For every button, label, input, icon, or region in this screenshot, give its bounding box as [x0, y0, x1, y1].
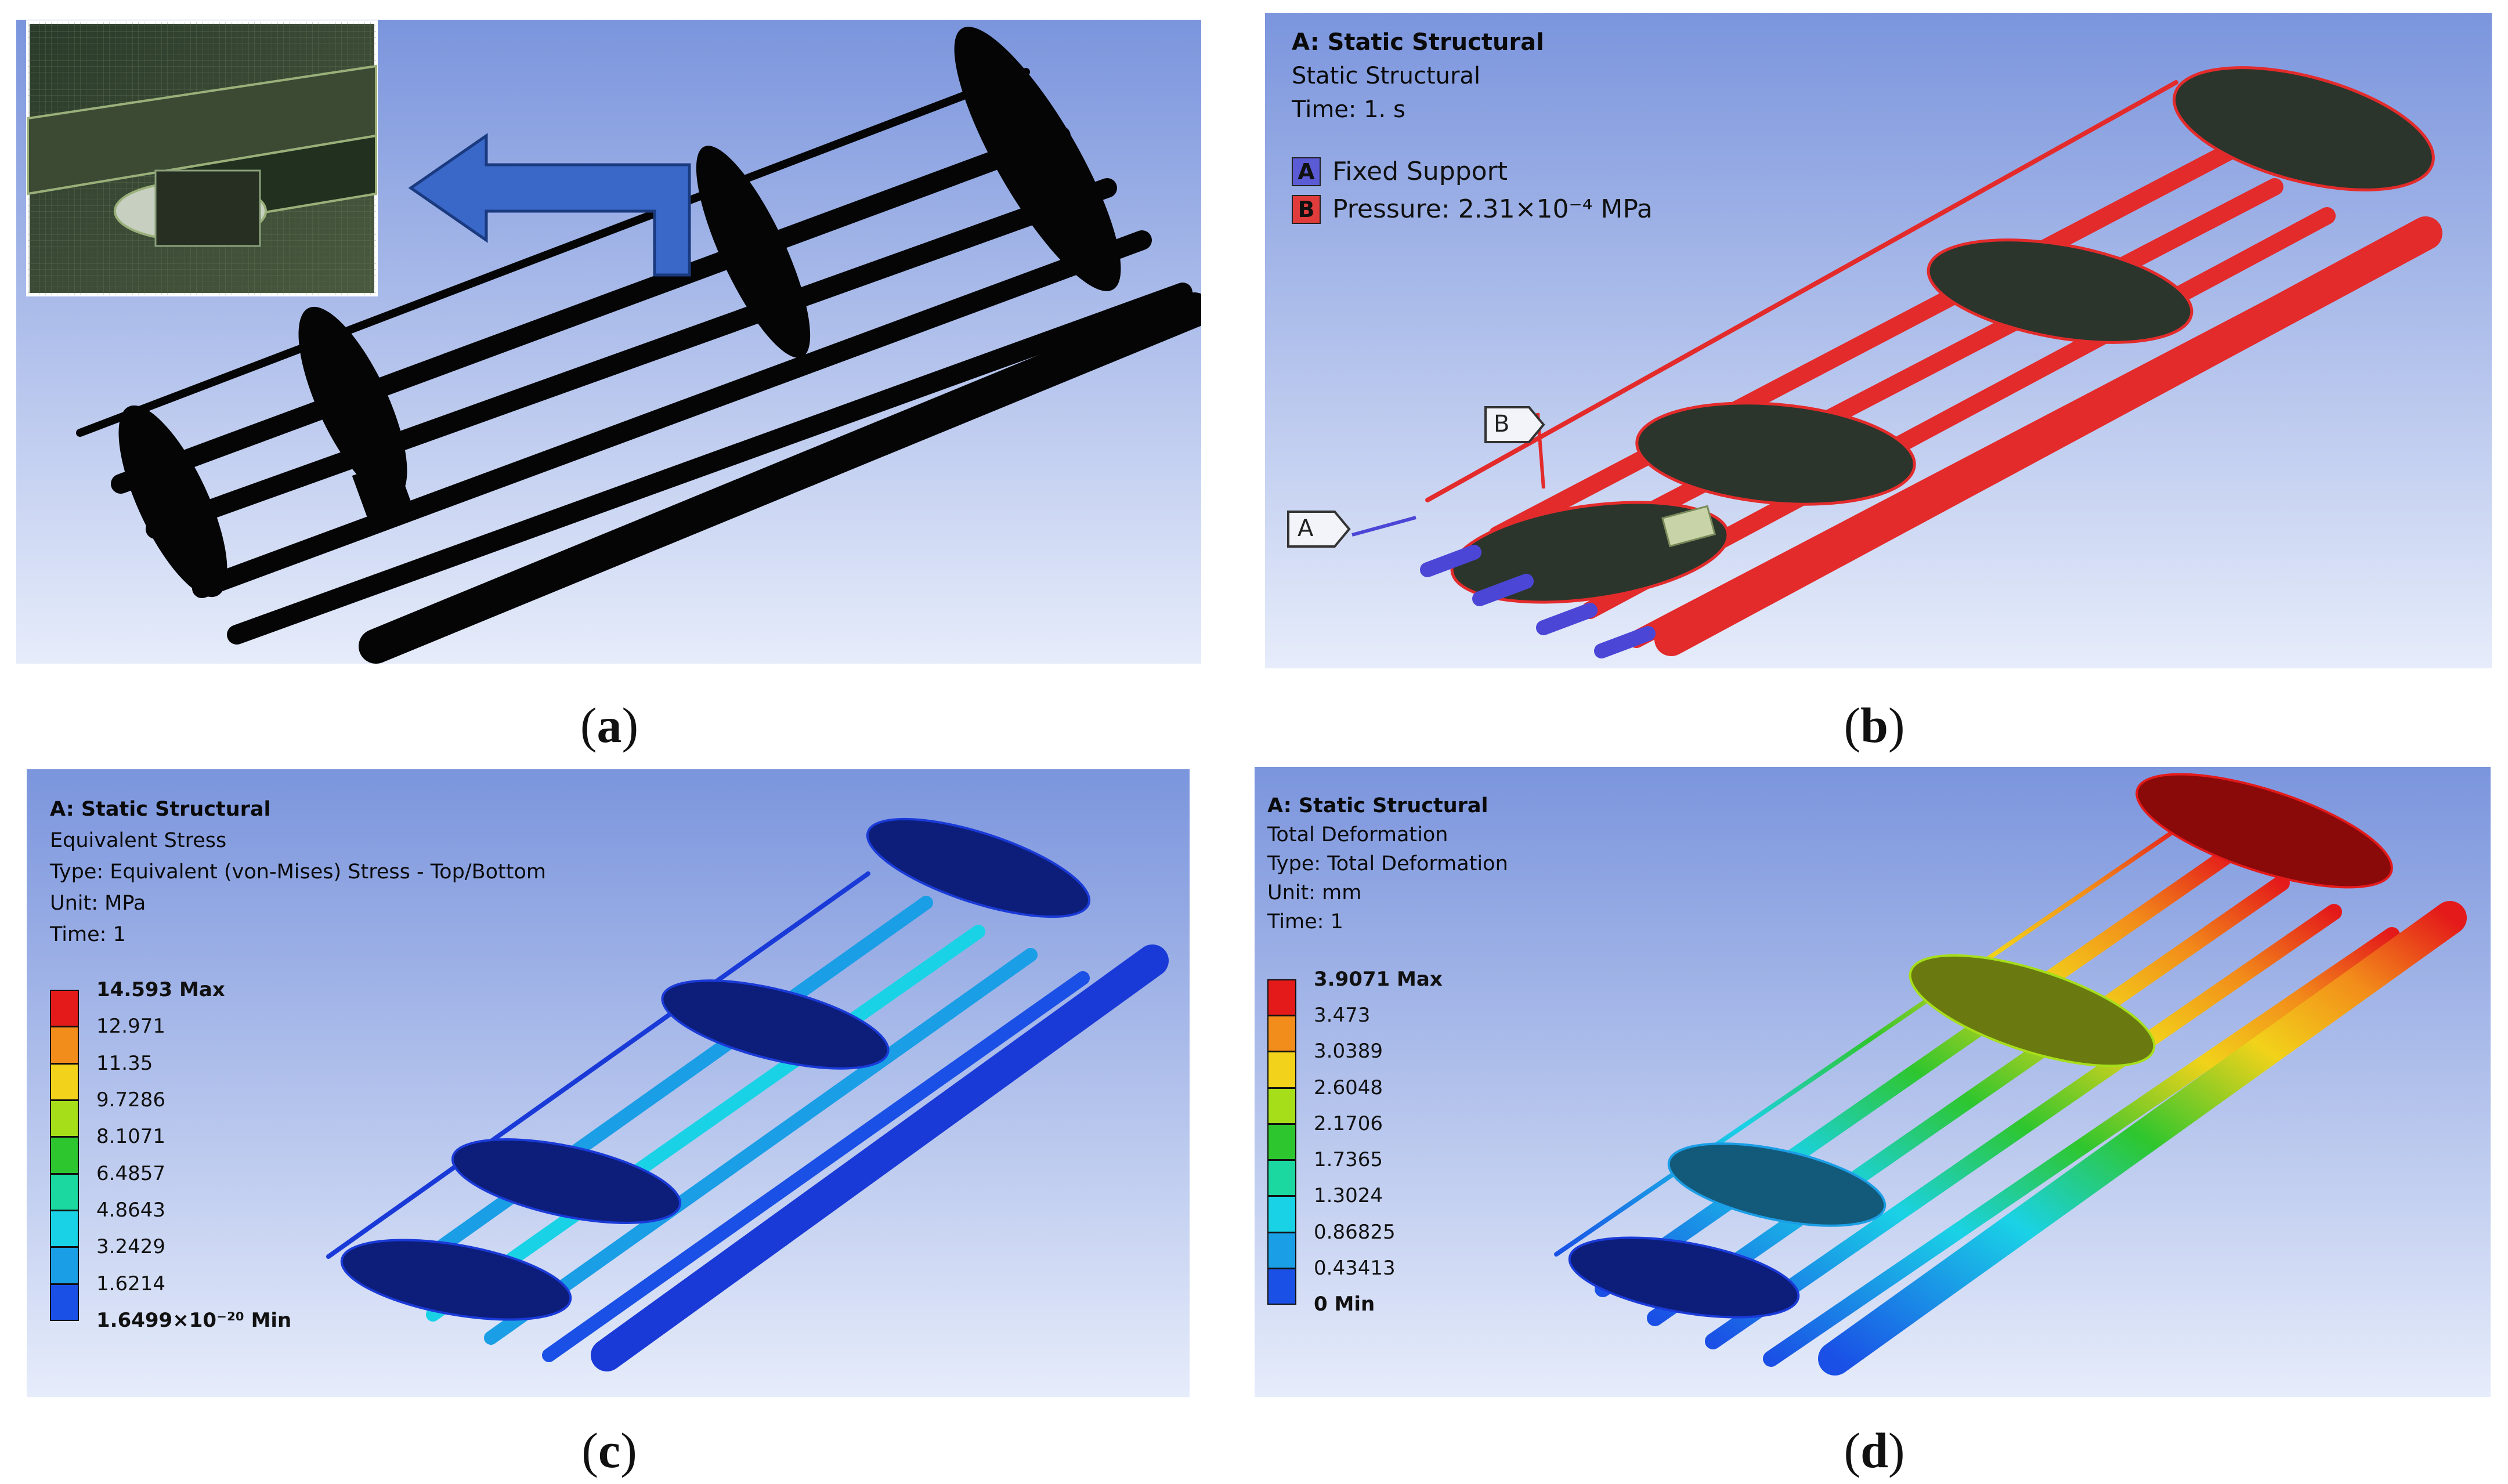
- scale-tick-label: 2.6048: [1314, 1076, 1383, 1099]
- panel-b-header: A: Static Structural Static Structural T…: [1292, 26, 1544, 126]
- mesh-render: [16, 20, 1201, 664]
- panel-a-mesh-view: [16, 20, 1201, 664]
- caption-d: (d): [1844, 1423, 1905, 1478]
- color-scale-swatch: [1267, 1015, 1296, 1052]
- scale-tick-label: 12.971: [96, 1015, 165, 1038]
- panel-d-total-deformation: A: Static Structural Total Deformation T…: [1255, 767, 2491, 1397]
- caption-b: (b): [1844, 697, 1905, 753]
- result-type: Type: Equivalent (von-Mises) Stress - To…: [50, 860, 546, 884]
- color-scale-swatch: [1267, 1123, 1296, 1161]
- color-scale-swatch: [50, 1063, 79, 1101]
- scale-max-label: 14.593 Max: [96, 978, 225, 1001]
- color-scale-swatch: [1267, 1051, 1296, 1088]
- analysis-line-1: Static Structural: [1292, 63, 1481, 89]
- result-name: Equivalent Stress: [50, 829, 227, 852]
- scale-tick-label: 1.3024: [1314, 1184, 1383, 1208]
- result-type: Type: Total Deformation: [1267, 852, 1508, 875]
- scale-tick-label: 6.4857: [96, 1161, 165, 1185]
- deformation-color-scale: 3.9071 Max 3.473 3.0389 2.6048 2.1706 1.7365 1…: [1267, 968, 1511, 1316]
- callout-b-marker: [1484, 406, 1545, 443]
- scale-tick-label: 9.7286: [96, 1088, 165, 1112]
- caption-c: (c): [581, 1423, 637, 1478]
- panel-b-boundary-conditions: B A A: Static Structural Static Structur…: [1265, 13, 2492, 668]
- callout-a-marker: [1287, 511, 1351, 548]
- legend-label-a: Fixed Support: [1332, 157, 1508, 186]
- legend-swatch-a: A: [1292, 157, 1321, 186]
- legend-swatch-b: B: [1292, 194, 1321, 224]
- stress-color-scale: 14.593 Max 12.971 11.35 9.7286 8.1071 6.4857 4…: [50, 978, 340, 1332]
- arrow-icon: [408, 133, 691, 277]
- color-scale-swatch: [1267, 1196, 1296, 1233]
- panel-d-header: A: Static Structural Total Deformation T…: [1267, 791, 1508, 936]
- scale-tick-label: 1.6214: [96, 1272, 165, 1295]
- scale-tick-label: 0.86825: [1314, 1220, 1396, 1244]
- color-scale-swatch: [50, 1210, 79, 1248]
- scale-min-label: 1.6499×10⁻²⁰ Min: [96, 1309, 292, 1332]
- caption-a: (a): [580, 697, 639, 753]
- analysis-title: A: Static Structural: [1292, 29, 1544, 56]
- callout-a-label: A: [1298, 515, 1314, 542]
- panel-c-equivalent-stress: A: Static Structural Equivalent Stress T…: [27, 769, 1190, 1397]
- analysis-line-2: Time: 1. s: [1292, 96, 1405, 123]
- color-scale-swatch: [50, 1136, 79, 1174]
- panel-c-header: A: Static Structural Equivalent Stress T…: [50, 794, 546, 950]
- result-name: Total Deformation: [1267, 823, 1448, 846]
- color-scale-swatch: [1267, 979, 1296, 1016]
- result-time: Time: 1: [1267, 910, 1343, 933]
- color-scale-swatch: [1267, 1268, 1296, 1305]
- scale-tick-label: 8.1071: [96, 1125, 165, 1149]
- scale-tick-label: 4.8643: [96, 1199, 165, 1222]
- color-scale-swatch: [50, 1173, 79, 1211]
- legend-row-pressure: B Pressure: 2.31×10⁻⁴ MPa: [1292, 194, 1653, 224]
- result-unit: Unit: MPa: [50, 892, 146, 915]
- stress-render: [27, 769, 1190, 1397]
- scale-tick-label: 1.7365: [1314, 1148, 1383, 1172]
- scale-tick-label: 2.1706: [1314, 1112, 1383, 1135]
- color-scale-swatch: [1267, 1232, 1296, 1269]
- analysis-title: A: Static Structural: [50, 798, 271, 821]
- mesh-detail-inset: [26, 20, 378, 296]
- color-scale-swatch: [50, 1026, 79, 1064]
- scale-tick-label: 3.0389: [1314, 1040, 1383, 1063]
- color-scale-swatch: [50, 1283, 79, 1321]
- color-scale-swatch: [1267, 1087, 1296, 1124]
- analysis-title: A: Static Structural: [1267, 794, 1488, 817]
- scale-max-label: 3.9071 Max: [1314, 968, 1443, 991]
- deformation-render: [1255, 767, 2491, 1397]
- result-time: Time: 1: [50, 923, 126, 946]
- boundary-render: [1265, 13, 2492, 668]
- scale-tick-label: 11.35: [96, 1051, 153, 1075]
- result-unit: Unit: mm: [1267, 881, 1362, 904]
- scale-tick-label: 3.2429: [96, 1235, 165, 1259]
- callout-b-label: B: [1494, 411, 1510, 437]
- color-scale-swatch: [50, 990, 79, 1027]
- boundary-legend: A Fixed Support B Pressure: 2.31×10⁻⁴ MP…: [1292, 157, 1653, 232]
- scale-min-label: 0 Min: [1314, 1293, 1375, 1316]
- scale-tick-label: 0.43413: [1314, 1256, 1396, 1280]
- legend-row-fixed-support: A Fixed Support: [1292, 157, 1653, 186]
- color-scale-swatch: [1267, 1160, 1296, 1197]
- legend-label-b: Pressure: 2.31×10⁻⁴ MPa: [1332, 194, 1653, 224]
- color-scale-swatch: [50, 1100, 79, 1138]
- color-scale-swatch: [50, 1247, 79, 1284]
- scale-tick-label: 3.473: [1314, 1004, 1371, 1027]
